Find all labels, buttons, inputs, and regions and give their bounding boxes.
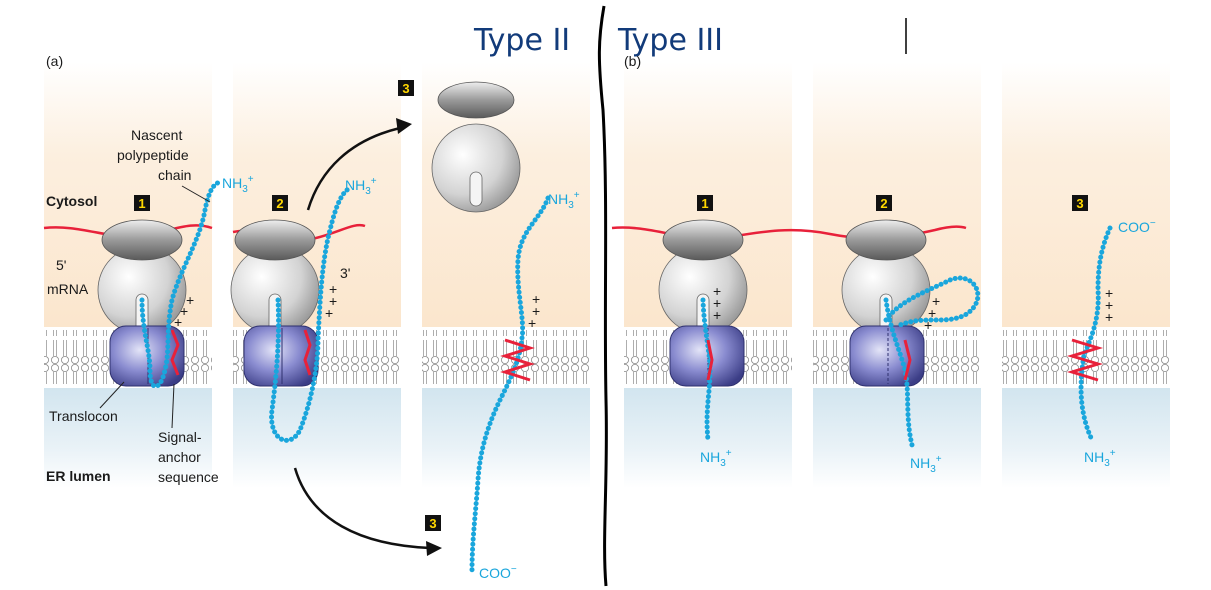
svg-text:+: + [528,315,536,331]
svg-text:Signal-: Signal- [158,429,202,445]
svg-text:Nascent: Nascent [131,127,182,143]
arrowhead-up [396,118,412,134]
svg-text:+: + [532,291,540,307]
step-a-3-bottom: 3 [429,516,436,531]
label-three-prime: 3' [340,265,350,281]
svg-text:+: + [928,305,936,321]
panel-label-b: (b) [624,53,641,69]
label-five-prime: 5' [56,257,66,273]
svg-text:+: + [1105,285,1113,301]
step-a-2: 2 [276,196,283,211]
nh3-b3: NH3+ [1084,448,1116,469]
title-type-ii: Type II [473,23,570,58]
svg-text:polypeptide: polypeptide [117,147,189,163]
svg-text:+: + [1105,297,1113,313]
svg-text:+: + [713,283,721,299]
signal-anchor-segments [170,329,1104,382]
svg-text:anchor: anchor [158,449,201,465]
svg-text:chain: chain [158,167,191,183]
terminus-labels: NH3+ NH3+ NH3+ COO− NH3+ NH3+ NH3+ COO− [222,174,1156,581]
svg-text:+: + [329,281,337,297]
label-signal-anchor: Signal- anchor sequence [158,383,219,485]
step-a-1: 1 [138,196,145,211]
coo-a3: COO− [479,564,517,581]
svg-text:+: + [1105,309,1113,325]
svg-text:+: + [329,293,337,309]
title-type-iii: Type III [617,23,723,58]
label-translocon: Translocon [49,381,125,424]
step-b-1: 1 [701,196,708,211]
type-divider [597,5,608,587]
step-b-2: 2 [880,196,887,211]
nh3-b2: NH3+ [910,454,942,475]
svg-text:+: + [325,305,333,321]
positive-charges: + + + + + + + + + + + + + + + + + + [174,281,1113,333]
svg-text:+: + [932,293,940,309]
lumen-backgrounds [44,388,1170,488]
svg-text:sequence: sequence [158,469,219,485]
cytosol-backgrounds [44,62,1170,327]
polypeptide-chains [139,179,1113,573]
step-a-3-top: 3 [402,81,409,96]
label-nascent-chain: Nascent polypeptide chain [117,127,211,203]
step-b-3: 3 [1076,196,1083,211]
svg-text:+: + [180,303,188,319]
label-cytosol: Cytosol [46,193,97,209]
svg-text:+: + [924,317,932,333]
nh3-b1: NH3+ [700,448,732,469]
svg-text:+: + [713,295,721,311]
svg-text:Translocon: Translocon [49,408,118,424]
label-er-lumen: ER lumen [46,468,111,484]
panel-label-a: (a) [46,53,63,69]
nh3-a3: NH3+ [548,190,580,211]
svg-text:+: + [713,307,721,323]
svg-text:+: + [186,292,194,308]
svg-text:+: + [532,303,540,319]
arrow-icon [293,126,431,550]
nh3-a2: NH3+ [345,176,377,197]
step-badges: 1 2 3 3 1 2 3 [134,80,1088,531]
coo-b3: COO− [1118,218,1156,235]
nh3-a1: NH3+ [222,174,254,195]
svg-text:+: + [174,314,182,330]
arrowhead-down [426,541,442,556]
label-mrna: mRNA [47,281,89,297]
